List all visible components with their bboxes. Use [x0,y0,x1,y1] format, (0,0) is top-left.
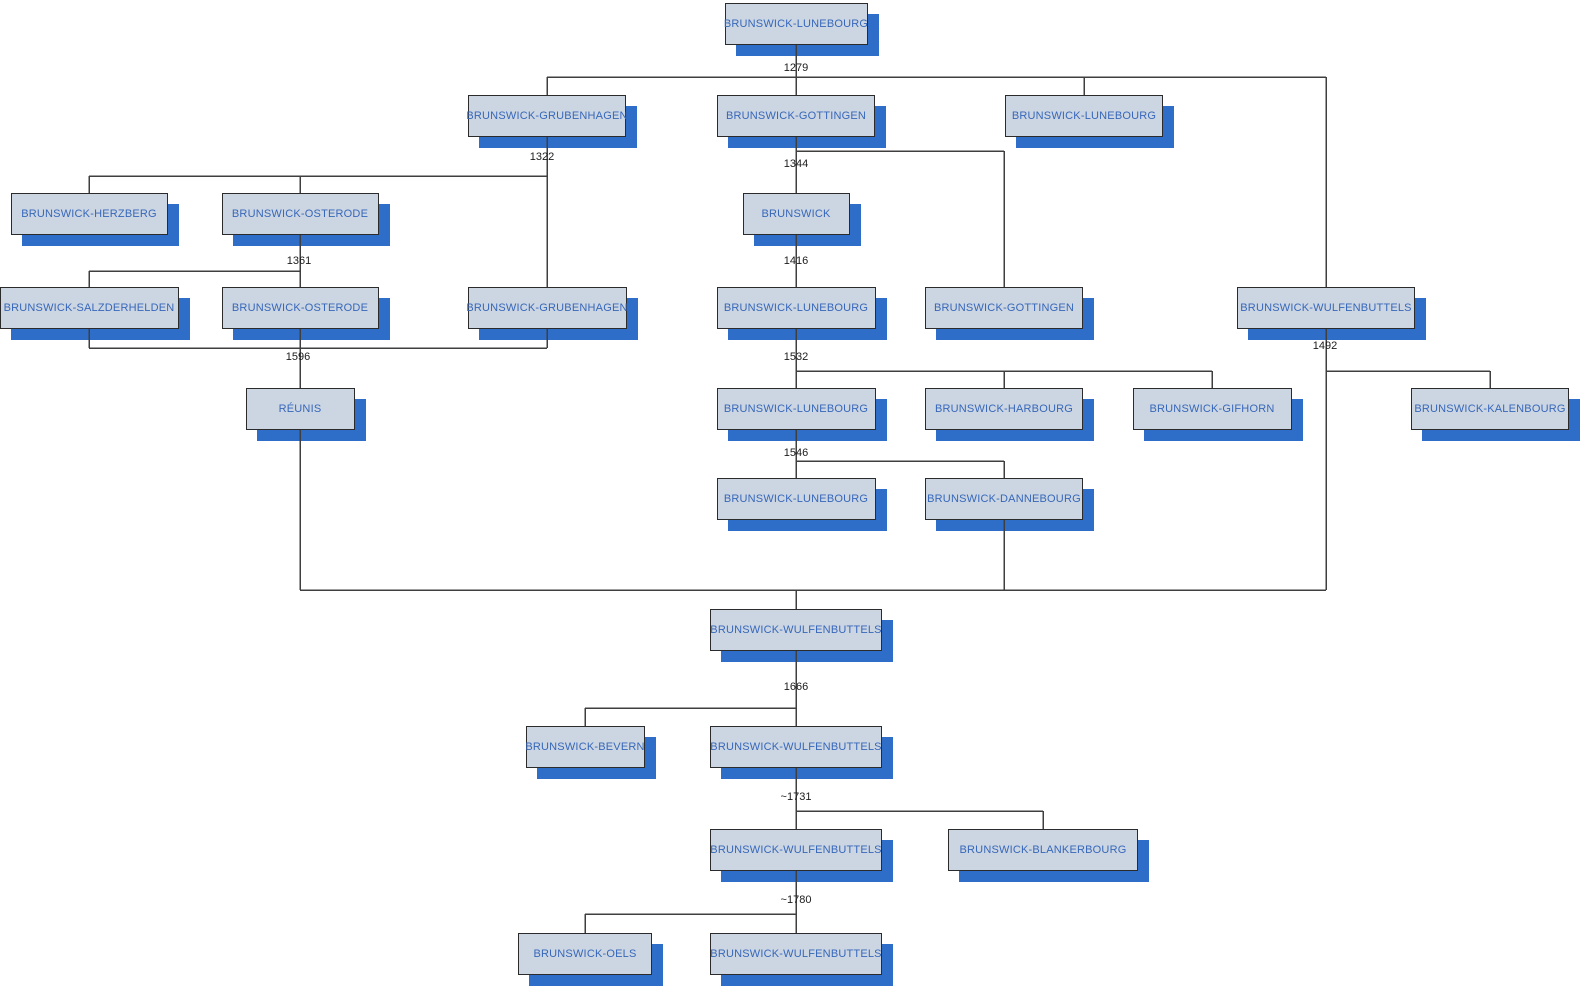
node-label: BRUNSWICK-BLANKERBOURG [959,844,1127,856]
node-wulfenbuttels-3[interactable]: BRUNSWICK-WULFENBUTTELS [1237,287,1415,329]
node-wulfenbuttels-9[interactable]: BRUNSWICK-WULFENBUTTELS [710,933,882,975]
node-gifhorn-4[interactable]: BRUNSWICK-GIFHORN [1132,388,1292,430]
node-label: BRUNSWICK-WULFENBUTTELS [710,844,882,856]
node-label: RÉUNIS [278,403,322,415]
node-label: BRUNSWICK-SALZDERHELDEN [3,302,175,314]
node-label: BRUNSWICK [761,208,831,220]
node-wulfenbuttels-7[interactable]: BRUNSWICK-WULFENBUTTELS [710,726,882,768]
node-label: BRUNSWICK-HARBOURG [934,403,1074,415]
node-label: BRUNSWICK-HERZBERG [21,208,157,220]
node-label: BRUNSWICK-WULFENBUTTELS [710,624,882,636]
node-wulfenbuttels-8[interactable]: BRUNSWICK-WULFENBUTTELS [710,829,882,871]
node-osterode-2[interactable]: BRUNSWICK-OSTERODE [221,193,379,235]
union-year-1731: ~1731 [780,791,812,803]
node-dannebourg-5[interactable]: BRUNSWICK-DANNEBOURG [925,478,1083,520]
node-label: BRUNSWICK-LUNEBOURG [723,493,869,505]
node-label: BRUNSWICK-WULFENBUTTELS [710,948,882,960]
union-year-1666: 1666 [783,681,809,693]
node-brunswick-2[interactable]: BRUNSWICK [742,193,850,235]
node-lunebourg-1[interactable]: BRUNSWICK-LUNEBOURG [1005,95,1163,137]
node-lunebourg-4[interactable]: BRUNSWICK-LUNEBOURG [716,388,876,430]
node-bevern-7[interactable]: BRUNSWICK-BEVERN [525,726,645,768]
union-year-1344: 1344 [783,158,809,170]
node-oels-9[interactable]: BRUNSWICK-OELS [518,933,652,975]
node-gottingen-1[interactable]: BRUNSWICK-GOTTINGEN [717,95,875,137]
node-label: BRUNSWICK-DANNEBOURG [927,493,1081,505]
union-year-1416: 1416 [783,255,809,267]
node-harbourg-4[interactable]: BRUNSWICK-HARBOURG [925,388,1083,430]
node-label: BRUNSWICK-OELS [533,948,637,960]
node-wulfenbuttels-6[interactable]: BRUNSWICK-WULFENBUTTELS [710,609,882,651]
node-lunebourg-3[interactable]: BRUNSWICK-LUNEBOURG [716,287,876,329]
union-year-1492: 1492 [1312,340,1338,352]
node-label: BRUNSWICK-OSTERODE [231,208,369,220]
node-label: BRUNSWICK-OSTERODE [231,302,369,314]
node-osterode-3[interactable]: BRUNSWICK-OSTERODE [221,287,379,329]
node-salzderhelden-3[interactable]: BRUNSWICK-SALZDERHELDEN [0,287,179,329]
node-reunis-4[interactable]: RÉUNIS [245,388,355,430]
node-label: BRUNSWICK-GIFHORN [1149,403,1275,415]
union-year-1596: 1596 [285,351,311,363]
node-label: BRUNSWICK-GOTTINGEN [933,302,1075,314]
union-year-1279: 1279 [783,62,809,74]
node-label: BRUNSWICK-WULFENBUTTELS [710,741,882,753]
union-year-1322: 1322 [529,151,555,163]
union-year-1532: 1532 [783,351,809,363]
union-year-1780: ~1780 [780,894,812,906]
node-label: BRUNSWICK-GRUBENHAGEN [466,110,628,122]
node-label: BRUNSWICK-LUNEBOURG [1011,110,1157,122]
union-year-1361: 1361 [286,255,312,267]
node-herzberg-2[interactable]: BRUNSWICK-HERZBERG [10,193,168,235]
node-lunebourg-5[interactable]: BRUNSWICK-LUNEBOURG [716,478,876,520]
node-blankerbourg-8[interactable]: BRUNSWICK-BLANKERBOURG [948,829,1138,871]
node-grubenhagen-3[interactable]: BRUNSWICK-GRUBENHAGEN [466,287,628,329]
node-label: BRUNSWICK-KALENBOURG [1414,403,1566,415]
node-label: BRUNSWICK-GRUBENHAGEN [466,302,628,314]
node-label: BRUNSWICK-LUNEBOURG [723,302,869,314]
node-gottingen-3[interactable]: BRUNSWICK-GOTTINGEN [925,287,1083,329]
node-label: BRUNSWICK-LUNEBOURG [723,403,869,415]
node-lunebourg-0[interactable]: BRUNSWICK-LUNEBOURG [723,3,869,45]
union-year-1546: 1546 [783,447,809,459]
node-label: BRUNSWICK-LUNEBOURG [723,18,869,30]
node-label: BRUNSWICK-WULFENBUTTELS [1240,302,1412,314]
node-label: BRUNSWICK-GOTTINGEN [725,110,867,122]
node-kalenbourg-4[interactable]: BRUNSWICK-KALENBOURG [1411,388,1569,430]
node-grubenhagen-1[interactable]: BRUNSWICK-GRUBENHAGEN [466,95,628,137]
node-label: BRUNSWICK-BEVERN [525,741,645,753]
